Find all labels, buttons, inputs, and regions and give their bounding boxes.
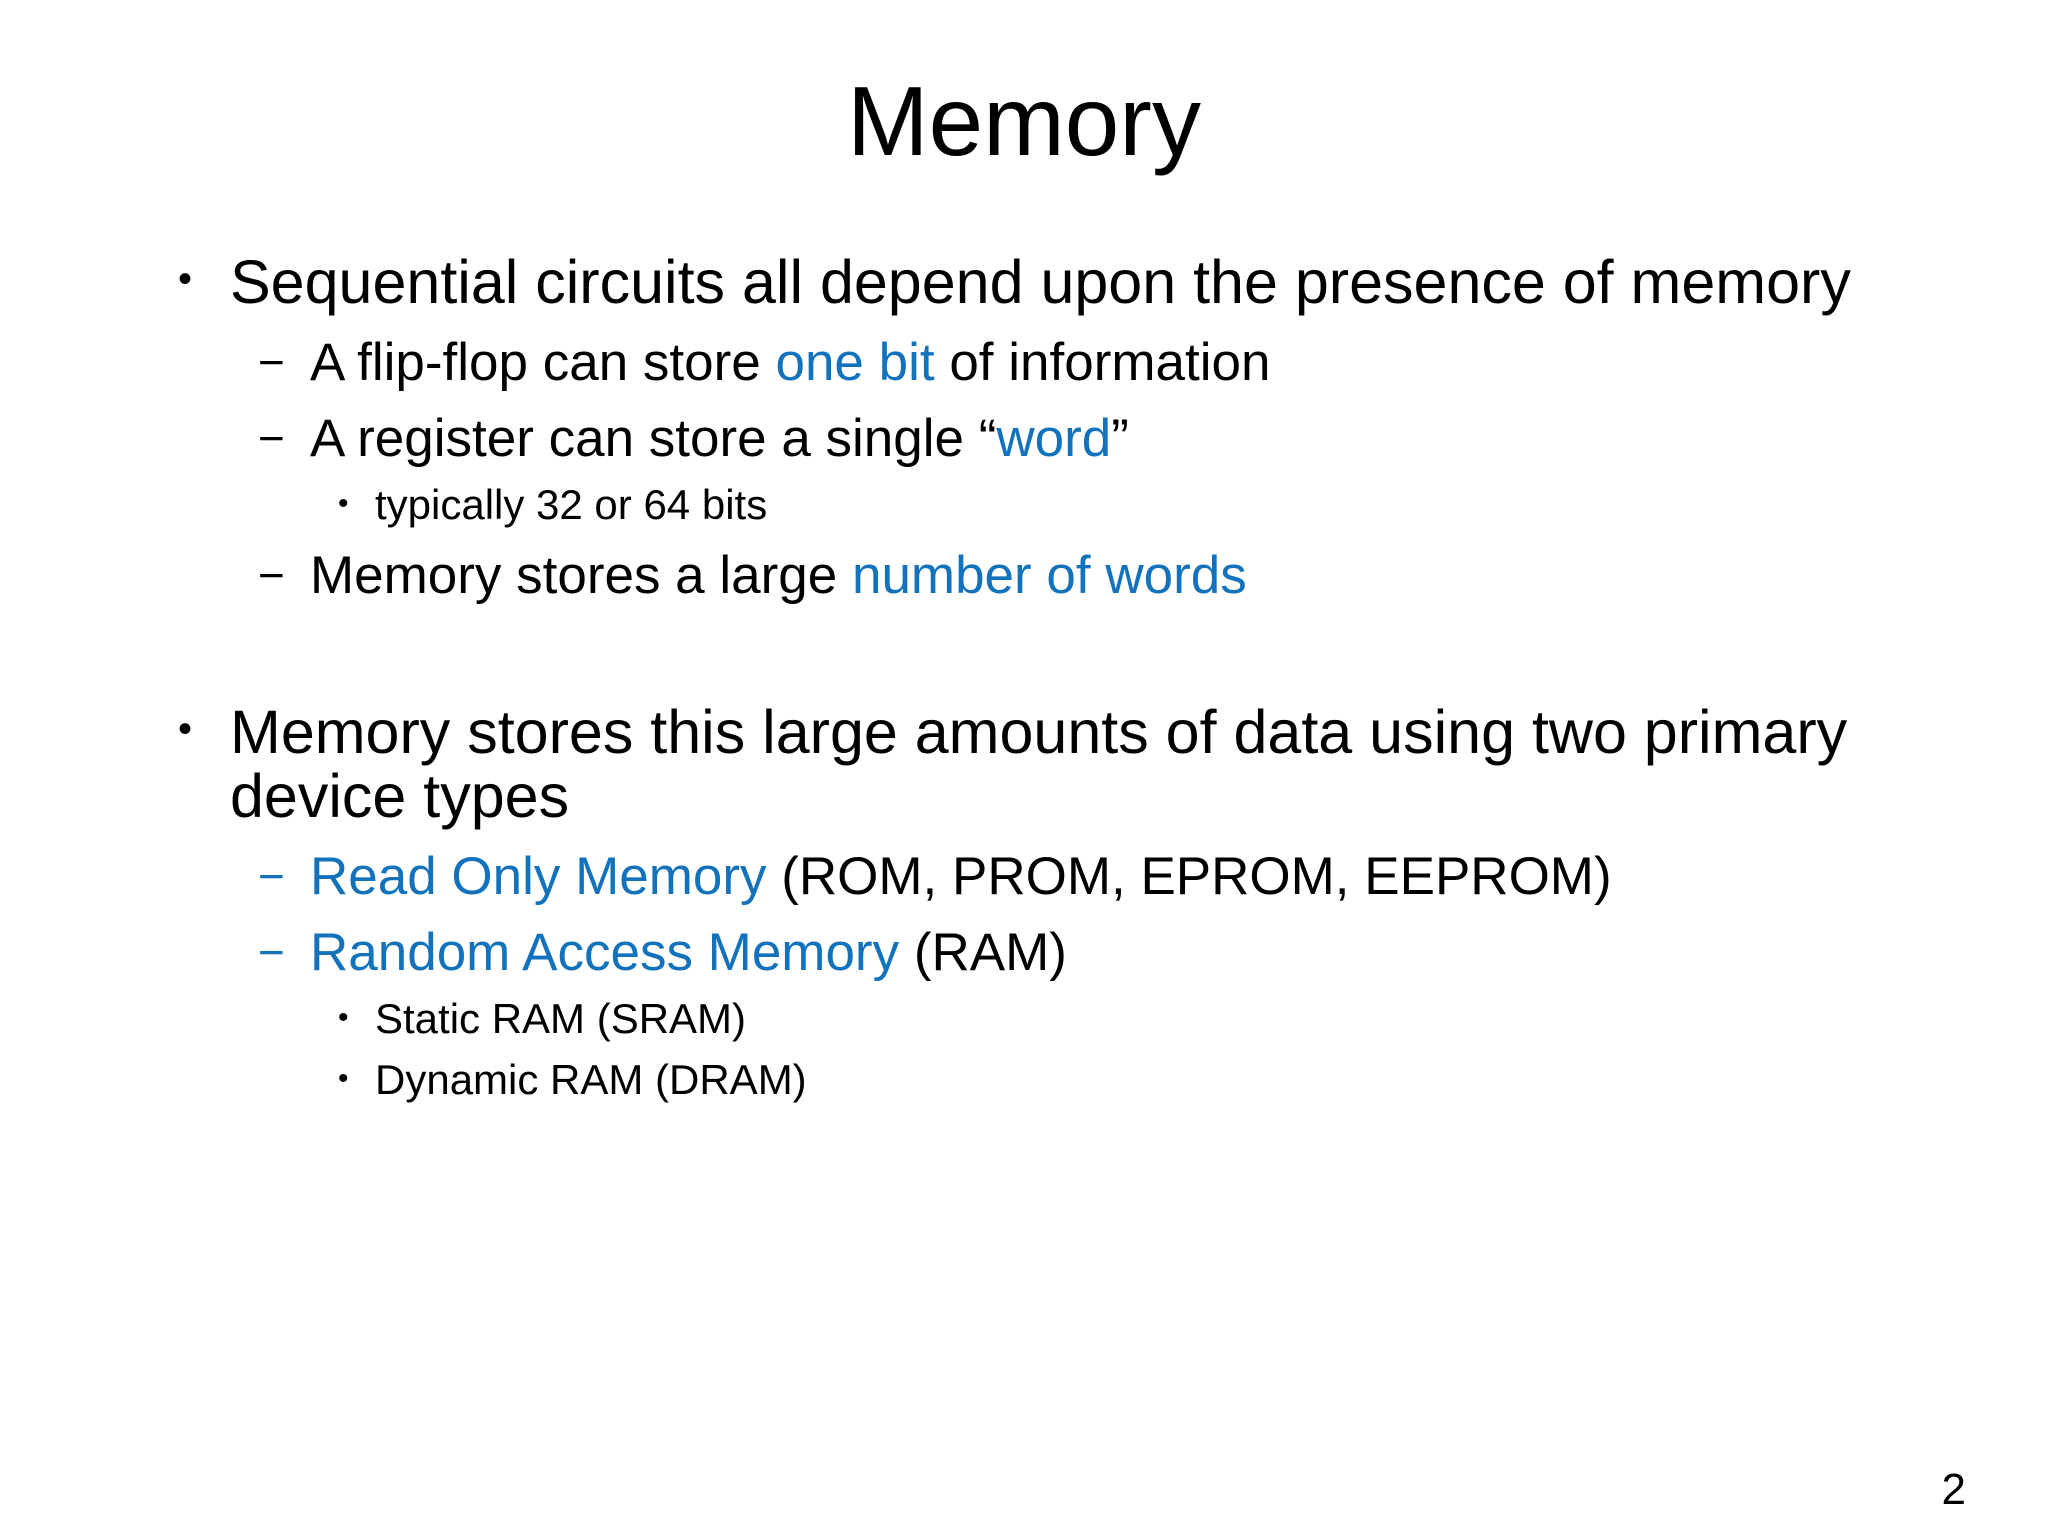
bullet-random-access-memory: −Random Access Memory (RAM)	[0, 925, 2048, 981]
bullet-marker-level2-icon: −	[258, 548, 285, 601]
spacer	[0, 829, 2048, 849]
spacer	[0, 905, 2048, 925]
bullet-marker-level1-icon: •	[178, 257, 193, 301]
bullet-random-access-memory-text-0: Random Access Memory	[310, 923, 900, 983]
slide-title: Memory	[847, 66, 1201, 176]
slide-body: • Sequential circuits all depend upon the…	[0, 250, 2048, 1102]
spacer	[0, 604, 2048, 700]
bullet-flip-flop-text-2: of information	[934, 332, 1271, 392]
bullet-marker-level3-icon: •	[338, 1061, 349, 1095]
bullet-marker-level3-icon: •	[338, 487, 349, 520]
spacer	[0, 467, 2048, 483]
bullet-read-only-memory-text-1: (ROM, PROM, EPROM, EEPROM)	[766, 847, 1612, 906]
bullet-marker-level2-icon: −	[258, 411, 285, 464]
bullet-memory-stores-words-text-0: Memory stores a large	[310, 545, 852, 605]
bullet-register-text-1: word	[996, 408, 1112, 468]
bullet-sequential-circuits-text-0: Sequential circuits all depend upon the …	[230, 248, 1851, 316]
bullet-marker-level3-icon: •	[338, 1001, 349, 1035]
slide-page-number: 2	[1941, 1465, 1966, 1514]
spacer	[0, 391, 2048, 411]
spacer	[0, 981, 2048, 997]
bullet-memory-stores-words-text-1: number of words	[851, 545, 1247, 605]
bullet-typically-bits: • typically 32 or 64 bits	[0, 481, 2048, 528]
bullet-flip-flop: −A flip-flop can store one bit of inform…	[0, 332, 2048, 392]
spacer	[0, 1042, 2048, 1058]
bullet-memory-stores-words: −Memory stores a large number of words	[0, 545, 2048, 605]
bullet-memory-device-types-text-0: Memory stores this large amounts of data…	[230, 697, 1848, 831]
bullet-read-only-memory-text-0: Read Only Memory	[310, 847, 767, 906]
bullet-marker-level2-icon: −	[258, 335, 285, 388]
bullet-register: −A register can store a single “word”	[0, 408, 2048, 468]
bullet-flip-flop-text-1: one bit	[775, 332, 935, 392]
bullet-marker-level2-icon: −	[258, 926, 285, 979]
bullet-sequential-circuits: • Sequential circuits all depend upon the…	[0, 250, 2048, 315]
bullet-read-only-memory: −Read Only Memory (ROM, PROM, EPROM, EEP…	[0, 847, 2048, 906]
spacer	[0, 315, 2048, 335]
bullet-marker-level1-icon: •	[178, 706, 193, 751]
spacer	[0, 528, 2048, 548]
bullet-static-ram: • Static RAM (SRAM)	[0, 997, 2048, 1042]
bullet-dynamic-ram: • Dynamic RAM (DRAM)	[0, 1055, 2048, 1103]
bullet-static-ram-text-0: Static RAM (SRAM)	[375, 995, 747, 1043]
bullet-marker-level2-icon: −	[258, 850, 285, 902]
bullet-flip-flop-text-0: A flip-flop can store	[310, 332, 776, 392]
bullet-register-text-2: ”	[1111, 408, 1129, 468]
bullet-typically-bits-text-0: typically 32 or 64 bits	[375, 481, 768, 528]
bullet-dynamic-ram-text-0: Dynamic RAM (DRAM)	[375, 1055, 807, 1103]
bullet-random-access-memory-text-1: (RAM)	[899, 923, 1067, 983]
bullet-register-text-0: A register can store a single “	[310, 408, 997, 468]
bullet-memory-device-types: • Memory stores this large amounts of dat…	[0, 697, 2048, 831]
